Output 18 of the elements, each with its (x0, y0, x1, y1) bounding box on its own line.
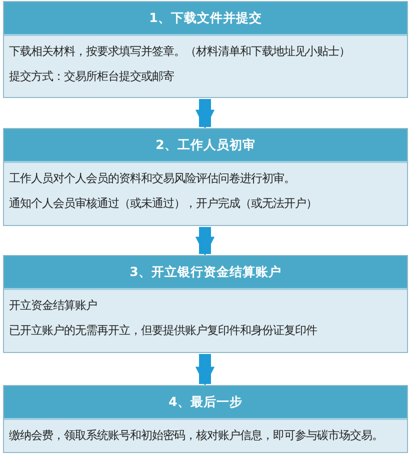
step-description: 工作人员对个人会员的资料和交易风险评估问卷进行初审。 (8, 171, 296, 186)
step-description: 开立资金结算账户 (8, 298, 98, 313)
step-title: 1、下载文件并提交 (4, 2, 407, 36)
step-title: 3、开立银行资金结算账户 (4, 256, 407, 290)
step-description: 提交方式：交易所柜台提交或邮寄 (8, 69, 175, 84)
step-box (3, 385, 408, 453)
step-title: 2、工作人员初审 (4, 129, 407, 163)
step-title: 4、最后一步 (4, 386, 407, 420)
step-description: 下载相关材料，按要求填写并签章。（材料清单和下载地址见小贴士） (8, 44, 351, 59)
down-arrow (195, 99, 215, 129)
step-description: 缴纳会费，领取系统账号和初始密码，核对账户信息，即可参与碳市场交易。 (8, 428, 384, 443)
step-box (3, 128, 408, 226)
step-box (3, 1, 408, 98)
step-description: 已开立账户的无需再开立，但要提供账户复印件和身份证复印件 (8, 323, 318, 338)
step-box (3, 255, 408, 353)
down-arrow (195, 354, 215, 386)
down-arrow (195, 227, 215, 256)
step-description: 通知个人会员审核通过（或未通过），开户完成（或无法开户） (8, 196, 318, 211)
